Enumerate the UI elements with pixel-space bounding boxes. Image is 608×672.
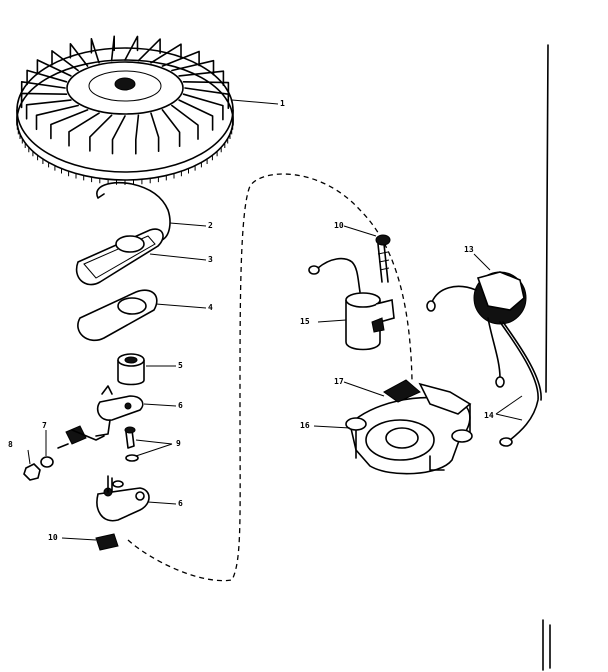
flywheel-fin bbox=[69, 43, 89, 67]
callout-17-breaker-plate: 17 bbox=[334, 377, 344, 386]
assembly-boundary-line bbox=[127, 173, 413, 582]
flywheel-fin bbox=[182, 93, 224, 121]
callout-6-plate: 6 bbox=[178, 499, 183, 508]
flywheel-fin bbox=[135, 114, 140, 155]
callout-9-screws: 9 bbox=[176, 439, 181, 448]
flywheel-fin bbox=[35, 104, 79, 131]
condenser-screw bbox=[375, 234, 391, 283]
lockwasher bbox=[40, 456, 54, 468]
callout-1-flywheel: 1 bbox=[280, 99, 285, 108]
flywheel bbox=[16, 35, 234, 185]
frame-line-top bbox=[545, 44, 549, 393]
callout-8-nut: 8 bbox=[8, 440, 13, 449]
spring-clip bbox=[96, 182, 171, 241]
flywheel-fin bbox=[90, 38, 100, 64]
flywheel-fin bbox=[36, 59, 72, 77]
callout-15-condenser: 15 bbox=[300, 317, 310, 326]
flywheel-fin bbox=[110, 35, 115, 62]
callout-7-lockwasher: 7 bbox=[42, 421, 47, 430]
flywheel-fin bbox=[50, 109, 89, 140]
callout-14-leads: 14 bbox=[484, 411, 494, 420]
point-bracket bbox=[57, 425, 105, 449]
flywheel-fin bbox=[171, 104, 199, 140]
callout-2-spring: 2 bbox=[208, 221, 213, 230]
flywheel-fin bbox=[137, 38, 161, 62]
flywheel-fin bbox=[25, 99, 72, 120]
flywheel-fin bbox=[89, 114, 113, 152]
callout-3-cover: 3 bbox=[208, 255, 213, 264]
breaker-cover bbox=[75, 228, 164, 286]
flywheel-fin bbox=[171, 59, 215, 76]
screws-set bbox=[124, 426, 139, 462]
felt-pad bbox=[95, 533, 119, 551]
breaker-base-plate bbox=[96, 475, 150, 522]
leader-lines bbox=[27, 99, 523, 541]
flywheel-fin bbox=[51, 50, 79, 72]
cam bbox=[117, 353, 145, 386]
flywheel-fin bbox=[68, 112, 100, 147]
callout-10-screw: 10 bbox=[334, 221, 344, 230]
callout-4-gasket: 4 bbox=[208, 303, 213, 312]
flywheel-fin bbox=[150, 43, 182, 64]
callout-6-arm: 6 bbox=[178, 401, 183, 410]
breaker-arm bbox=[95, 385, 144, 437]
flywheel-fin bbox=[26, 69, 68, 86]
callout-5-cam: 5 bbox=[178, 361, 183, 370]
stator-base bbox=[345, 379, 473, 475]
breaker-gasket bbox=[77, 289, 158, 342]
callout-13-coil: 13 bbox=[464, 245, 474, 254]
flywheel-fin bbox=[124, 35, 139, 61]
hex-nut bbox=[23, 463, 41, 481]
coil-leads bbox=[499, 321, 542, 447]
flywheel-fin bbox=[20, 81, 66, 97]
flywheel-fin bbox=[178, 70, 225, 86]
callout-16-stator-base: 16 bbox=[300, 421, 310, 430]
flywheel-fin bbox=[150, 112, 160, 152]
flywheel-fin bbox=[161, 109, 181, 147]
ignition-coil bbox=[426, 271, 527, 388]
flywheel-fin bbox=[178, 99, 214, 131]
flywheel-fin bbox=[111, 115, 126, 155]
flywheel-fin bbox=[182, 81, 230, 98]
callout-10-felt: 10 bbox=[48, 533, 58, 542]
flywheel-fin bbox=[161, 50, 200, 67]
condenser bbox=[308, 257, 395, 351]
